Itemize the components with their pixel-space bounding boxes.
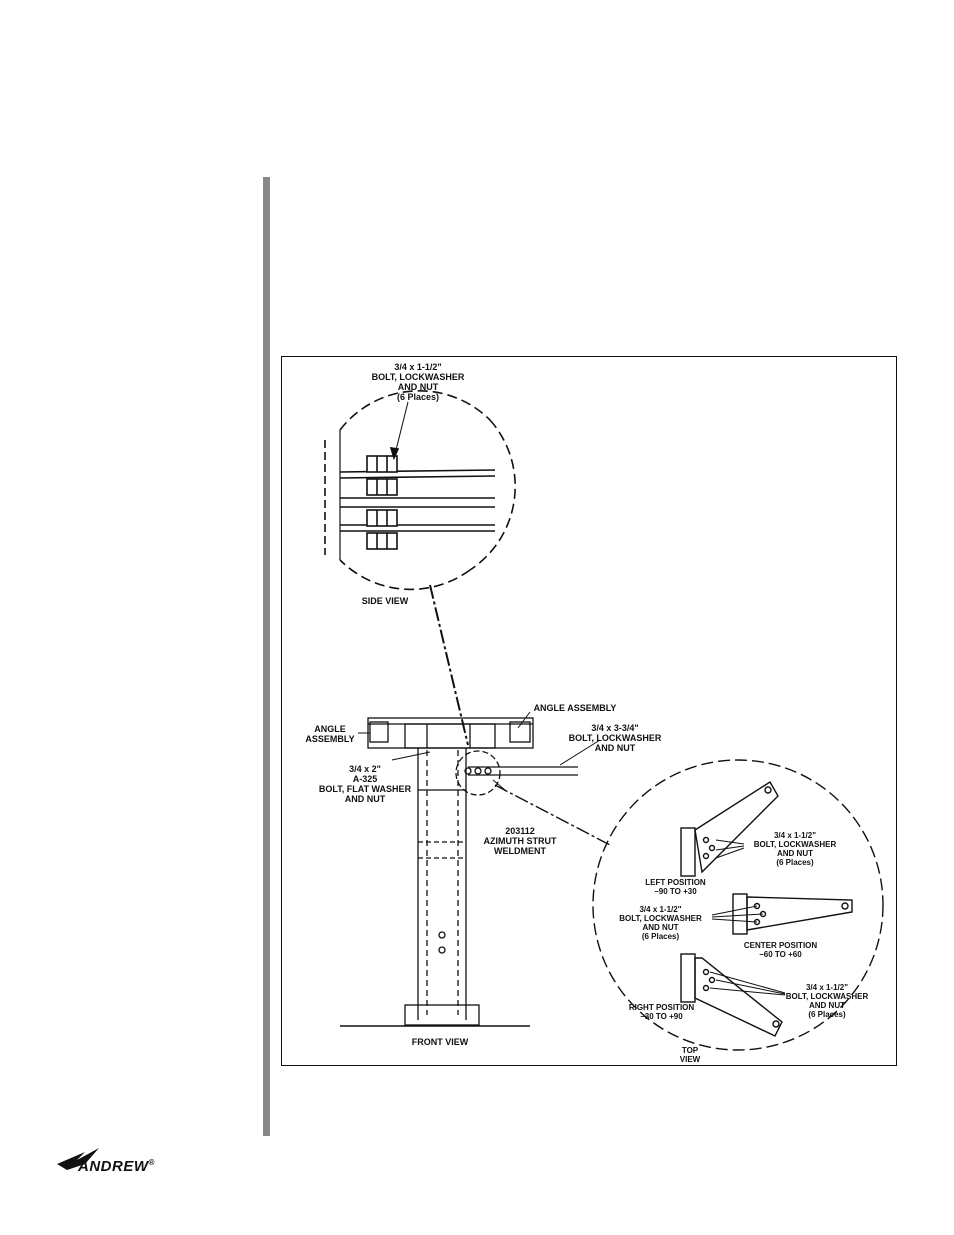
top-view-bolt-center-label: 3/4 x 1-1/2" BOLT, LOCKWASHER AND NUT (6… bbox=[619, 905, 702, 941]
front-view-title: FRONT VIEW bbox=[411, 1037, 469, 1047]
top-view-title: TOP VIEW bbox=[679, 1046, 701, 1064]
registered-mark: ® bbox=[148, 1158, 155, 1167]
side-view-title: SIDE VIEW bbox=[361, 596, 409, 606]
angle-assembly-left-label: ANGLE ASSEMBLY bbox=[305, 724, 355, 744]
azimuth-strut-label: 203112 AZIMUTH STRUT WELDMENT bbox=[483, 826, 557, 856]
side-view-bolt-label: 3/4 x 1-1/2" BOLT, LOCKWASHER AND NUT (6… bbox=[371, 362, 465, 402]
andrew-logo: ANDREW® bbox=[78, 1158, 155, 1175]
angle-assembly-right-label: ANGLE ASSEMBLY bbox=[533, 703, 617, 713]
right-position-label: RIGHT POSITION –30 TO +90 bbox=[628, 1003, 695, 1021]
bolt-a325-label: 3/4 x 2" A-325 BOLT, FLAT WASHER AND NUT bbox=[318, 764, 412, 804]
side-view-detail bbox=[324, 390, 516, 591]
center-position-label: CENTER POSITION –60 TO +60 bbox=[743, 941, 818, 959]
margin-change-bar bbox=[263, 177, 270, 1136]
andrew-logo-mark bbox=[57, 1148, 99, 1170]
front-view-structure bbox=[340, 711, 611, 1027]
figure-frame bbox=[281, 356, 897, 1066]
left-position-label: LEFT POSITION –90 TO +30 bbox=[645, 878, 706, 896]
top-view-bolt-right-label: 3/4 x 1-1/2" BOLT, LOCKWASHER AND NUT (6… bbox=[785, 983, 869, 1019]
top-view-bolt-left-label: 3/4 x 1-1/2" BOLT, LOCKWASHER AND NUT (6… bbox=[753, 831, 837, 867]
top-view-detail bbox=[592, 759, 884, 1051]
bolt-3-3-4-label: 3/4 x 3-3/4" BOLT, LOCKWASHER AND NUT bbox=[568, 723, 662, 753]
logo-text: ANDREW bbox=[78, 1158, 149, 1175]
